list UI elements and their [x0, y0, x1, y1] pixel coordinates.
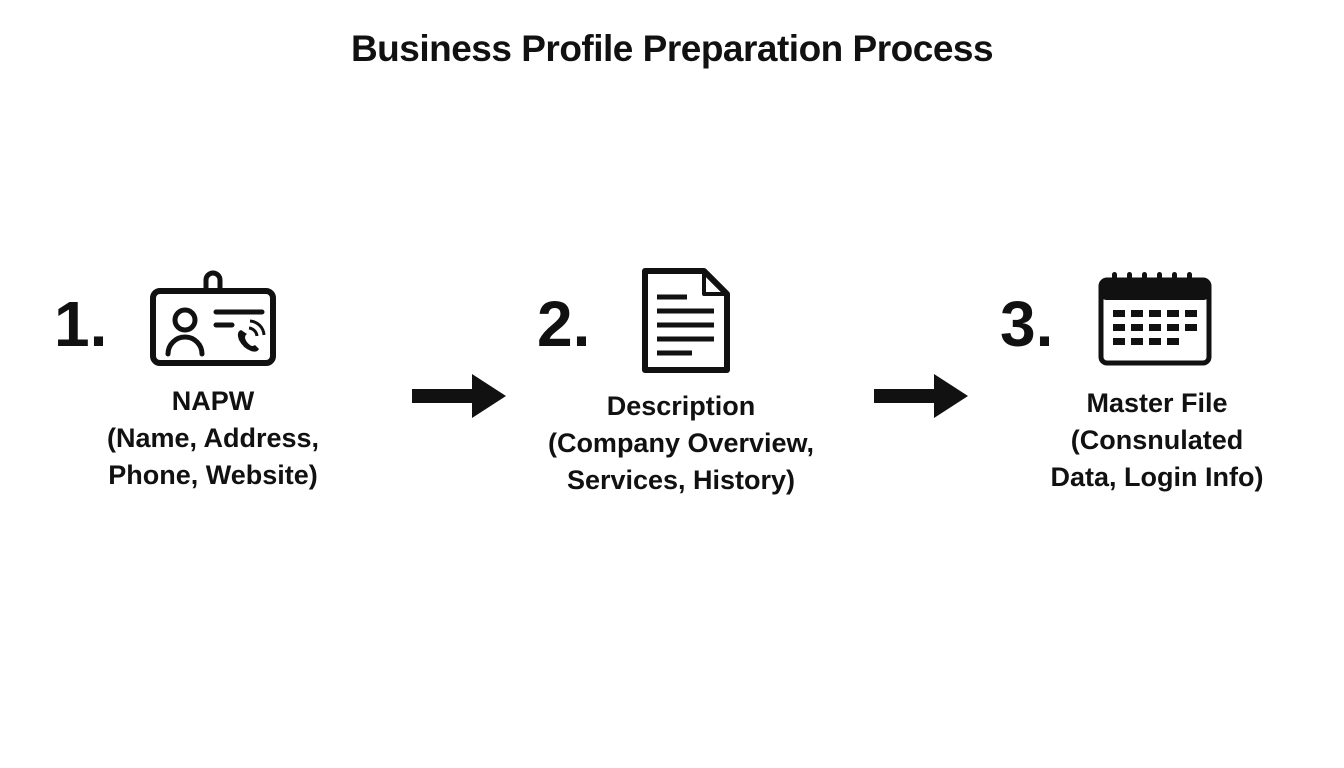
document-icon	[642, 268, 730, 373]
diagram-title: Business Profile Preparation Process	[350, 28, 994, 69]
step-detail-line: (Company Overview,	[547, 428, 815, 458]
step-label: Master File (Consnulated Data, Login Inf…	[1012, 385, 1302, 496]
step-detail-line: (Name, Address,	[106, 423, 320, 453]
step-detail-line: (Consnulated	[1070, 425, 1244, 455]
calendar-icon	[1098, 272, 1212, 366]
step-number: 2.	[537, 288, 591, 360]
step-detail-line: Phone, Website)	[108, 460, 318, 490]
step-detail-line: Services, History)	[566, 465, 796, 495]
step-label: Description (Company Overview, Services,…	[530, 388, 832, 499]
step-heading: Description	[606, 391, 756, 421]
arrow-right-icon	[874, 374, 968, 418]
arrow-right-icon	[412, 374, 506, 418]
step-detail-line: Data, Login Info)	[1050, 462, 1264, 492]
id-badge-phone-icon	[150, 270, 276, 366]
step-number: 1.	[54, 288, 108, 360]
step-heading: NAPW	[171, 386, 255, 416]
step-heading: Master File	[1086, 388, 1228, 418]
step-number: 3.	[1000, 288, 1054, 360]
step-label: NAPW (Name, Address, Phone, Website)	[60, 383, 366, 494]
